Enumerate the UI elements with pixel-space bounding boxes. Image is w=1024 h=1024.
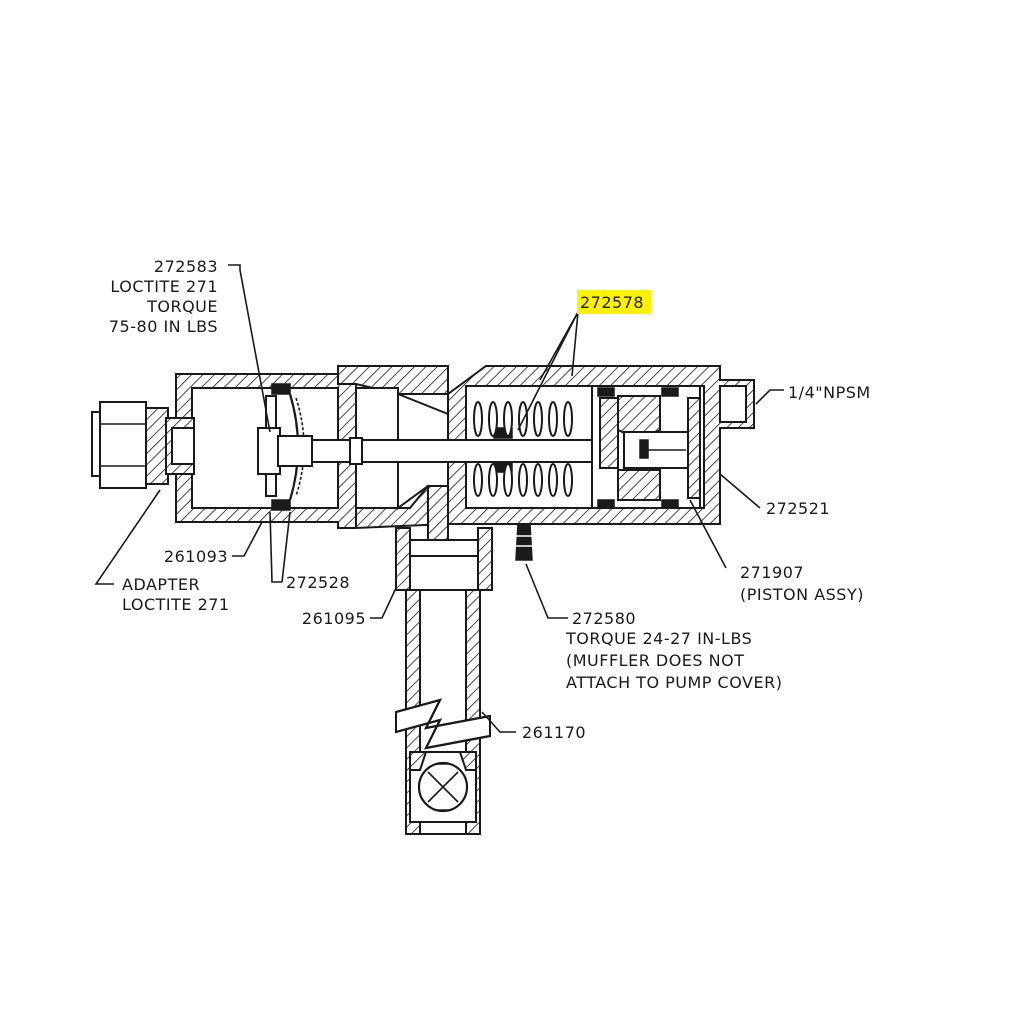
label-272580-muffler-note: (MUFFLER DOES NOT <box>566 651 745 670</box>
spring-coil <box>533 401 543 437</box>
pickup-tube <box>395 485 493 835</box>
label-272583-torque: TORQUE <box>146 297 218 316</box>
spring-coil <box>488 401 498 437</box>
label-272583-torque-value: 75-80 IN LBS <box>109 317 218 336</box>
spring-assembly <box>473 401 573 497</box>
label-272580-torque: TORQUE 24-27 IN-LBS <box>565 629 752 648</box>
label-npsm: 1/4"NPSM <box>788 383 871 402</box>
label-272580: 272580 <box>572 609 636 628</box>
label-adapter-loctite: LOCTITE 271 <box>122 595 230 614</box>
label-261093: 261093 <box>164 547 228 566</box>
label-272521: 272521 <box>766 499 830 518</box>
spring-coil <box>503 463 513 497</box>
piston-assembly <box>591 385 701 509</box>
spring-coil <box>518 463 528 497</box>
label-271907: 271907 <box>740 563 804 582</box>
spring-coil <box>503 401 513 437</box>
spring-coil <box>548 401 558 437</box>
left-adapter-fitting <box>91 401 195 489</box>
spring-coil <box>473 401 483 437</box>
label-261170: 261170 <box>522 723 586 742</box>
label-272583-loctite: LOCTITE 271 <box>110 277 218 296</box>
spring-coil <box>488 463 498 497</box>
muffler-fitting <box>515 523 533 561</box>
label-adapter: ADAPTER <box>122 575 200 594</box>
spring-coil <box>563 463 573 497</box>
label-piston-assy: (PISTON ASSY) <box>740 585 864 604</box>
label-272528: 272528 <box>286 573 350 592</box>
diaphragm-assembly <box>257 383 615 511</box>
label-261095: 261095 <box>302 609 366 628</box>
spring-coil <box>563 401 573 437</box>
label-272583: 272583 <box>154 257 218 276</box>
label-272580-muffler-note-2: ATTACH TO PUMP COVER) <box>566 673 782 692</box>
spring-coil <box>548 463 558 497</box>
spring-coil <box>473 463 483 497</box>
callout-labels: 272583 LOCTITE 271 TORQUE 75-80 IN LBS 2… <box>109 257 871 742</box>
leader-lines <box>94 264 784 733</box>
label-272578: 272578 <box>580 293 644 312</box>
highlight-272578 <box>577 290 651 314</box>
spring-coil <box>533 463 543 497</box>
